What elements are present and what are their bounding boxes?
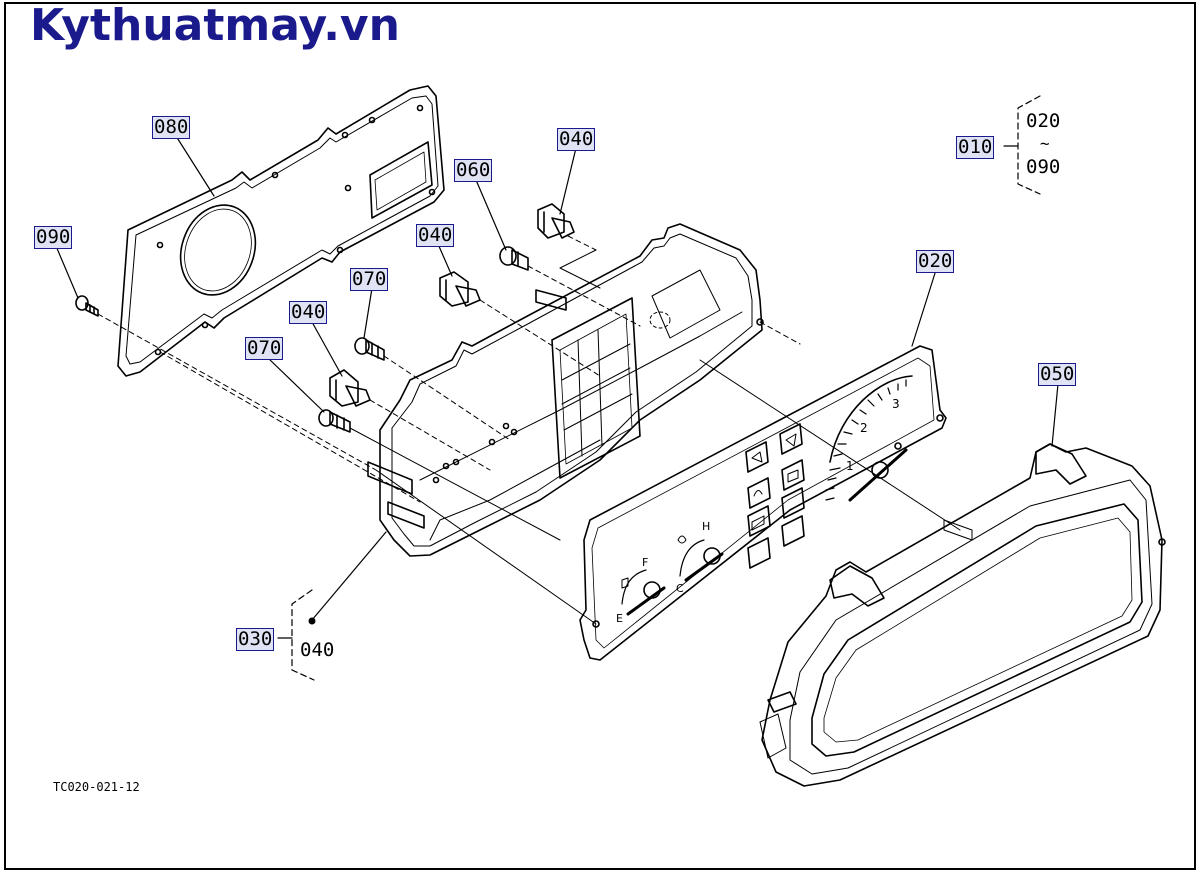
callout-070-upper[interactable]: 070	[350, 268, 389, 291]
part-040-socket-top	[537, 203, 575, 239]
part-070-screw-upper	[354, 337, 385, 361]
speedo-label-1: 1	[846, 459, 854, 473]
part-020-dial-panel	[579, 345, 947, 661]
speedo-label-2: 2	[860, 421, 868, 435]
callout-060[interactable]: 060	[454, 159, 493, 182]
part-090-screw	[75, 295, 99, 317]
set-bracket-030	[277, 589, 315, 681]
callout-050[interactable]: 050	[1038, 363, 1077, 386]
callout-070-lower[interactable]: 070	[245, 337, 284, 360]
assembly-axis-lines	[97, 235, 973, 625]
drawing-code: TC020-021-12	[53, 780, 140, 794]
drawing-frame	[4, 2, 1196, 870]
speedo-label-3: 3	[892, 397, 900, 411]
part-040-socket-left	[329, 369, 371, 407]
temp-label-c: C	[676, 582, 684, 595]
part-060-bulb	[499, 246, 529, 271]
part-070-screw-lower	[318, 409, 351, 433]
callout-040-left[interactable]: 040	[289, 301, 328, 324]
temp-label-h: H	[702, 520, 710, 533]
set-010-to: 090	[1026, 156, 1061, 178]
callout-040-mid[interactable]: 040	[416, 224, 455, 247]
reference-dot-030	[308, 617, 316, 625]
fuel-label-f: F	[642, 556, 648, 569]
part-080-gasket-plate	[117, 85, 445, 377]
set-bracket-010	[1003, 95, 1041, 195]
callout-040-top[interactable]: 040	[557, 128, 596, 151]
callout-010[interactable]: 010	[956, 136, 995, 159]
set-010-tilde: ~	[1040, 134, 1050, 153]
set-010-from: 020	[1026, 110, 1061, 132]
leader-lines	[55, 135, 1059, 621]
part-meter-housing	[367, 223, 764, 557]
part-050-lens-cover	[759, 443, 1166, 787]
fuel-label-e: E	[616, 612, 623, 625]
part-040-socket-mid	[439, 271, 481, 307]
callout-030[interactable]: 030	[236, 628, 275, 651]
set-030-item: 040	[300, 639, 335, 661]
site-watermark: Kythuatmay.vn	[30, 0, 400, 51]
callout-020[interactable]: 020	[916, 250, 955, 273]
callout-090[interactable]: 090	[34, 226, 73, 249]
callout-080[interactable]: 080	[152, 116, 191, 139]
